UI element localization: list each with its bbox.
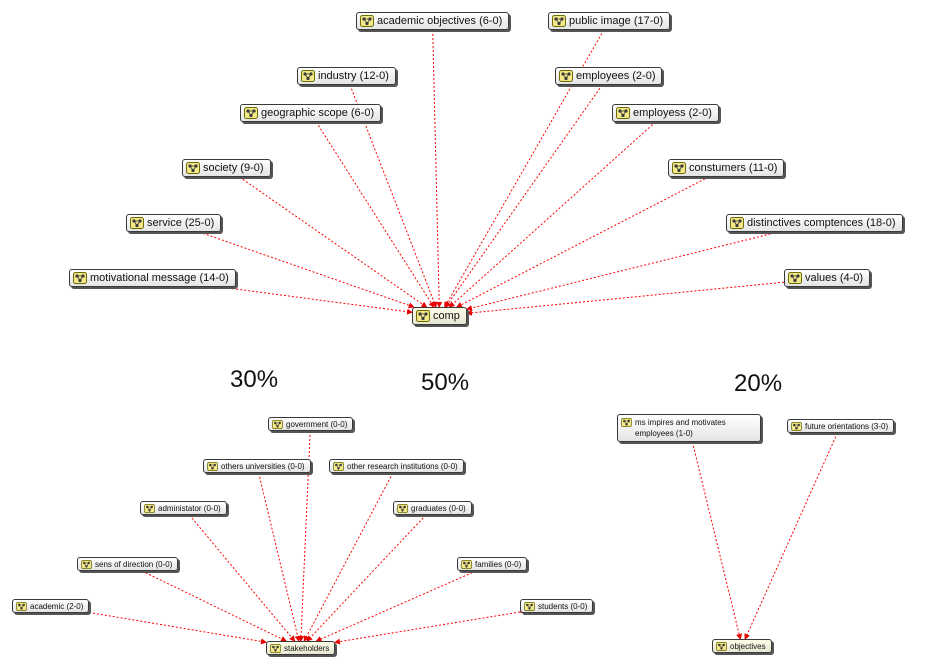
percentage-right: 20% [734,370,783,397]
network-node-icon [730,217,744,229]
edge-stakeholders-3 [183,509,296,642]
node-label: stakeholders [284,643,330,653]
node-label: other research institutions (0-0) [347,461,458,471]
edge-stakeholders-1 [254,467,301,642]
node-others-universities[interactable]: others universities (0-0) [203,459,311,473]
network-node-icon [524,601,535,611]
node-label: industry (12-0) [318,70,389,82]
node-label: constumers (11-0) [689,162,778,174]
node-label: distinctives comptences (18-0) [747,217,896,229]
network-node-icon [207,461,218,471]
edge-comp-3 [445,79,608,308]
edge-objectives-1 [744,427,843,640]
node-constumers[interactable]: constumers (11-0) [668,159,785,177]
edge-stakeholders-4 [306,509,432,642]
node-label: administator (0-0) [158,503,221,513]
network-node-icon [81,559,92,569]
network-node-icon [672,162,686,174]
network-node-icon [397,503,408,513]
network-node-icon [130,217,144,229]
node-label: values (4-0) [805,272,864,284]
node-geographic-scope[interactable]: geographic scope (6-0) [240,104,382,122]
node-stakeholders-hub[interactable]: stakeholders [266,641,336,655]
node-label: society (9-0) [203,162,264,174]
node-distinctives-comptences[interactable]: distinctives comptences (18-0) [726,214,903,232]
network-node-icon [144,503,155,513]
edge-stakeholders-2 [303,467,398,642]
node-sens-of-direction[interactable]: sens of direction (0-0) [77,557,179,571]
edge-comp-6 [233,171,428,308]
edge-objectives-0 [688,436,743,640]
percentage-middle: 50% [421,369,470,396]
node-label: students (0-0) [538,601,588,611]
node-label: ms impires and motivates employees (1-0) [635,418,726,438]
percentage-left: 30% [230,366,279,393]
node-label: employess (2-0) [633,107,712,119]
node-label: service (25-0) [147,217,215,229]
node-ms-impires-and-motivates-employees[interactable]: ms impires and motivates employees (1-0) [617,414,761,442]
network-node-icon [360,15,374,27]
network-node-icon [301,70,315,82]
node-label: objectives [730,641,766,651]
node-employees[interactable]: employees (2-0) [555,67,663,85]
node-administator[interactable]: administator (0-0) [140,501,227,515]
node-students[interactable]: students (0-0) [520,599,594,613]
node-objectives-hub[interactable]: objectives [712,639,772,653]
node-motivational-message[interactable]: motivational message (14-0) [69,269,236,287]
edge-comp-10 [215,283,413,315]
edge-stakeholders-5 [136,566,287,642]
edge-stakeholders-7 [83,608,267,645]
node-public-image[interactable]: public image (17-0) [548,12,671,30]
network-node-icon [788,272,802,284]
node-values[interactable]: values (4-0) [784,269,871,287]
network-node-icon [333,461,344,471]
edge-comp-0 [429,24,443,308]
network-node-icon [621,418,632,427]
node-label: others universities (0-0) [221,461,305,471]
edge-comp-7 [456,172,715,308]
network-node-icon [552,15,566,27]
node-government[interactable]: government (0-0) [268,417,354,431]
network-node-icon [244,107,258,119]
node-label: government (0-0) [286,419,348,429]
network-node-icon [272,419,283,429]
network-node-icon [16,601,27,611]
node-service[interactable]: service (25-0) [126,214,222,232]
node-future-orientations[interactable]: future orientations (3-0) [787,419,895,433]
edge-comp-11 [466,278,790,316]
network-node-icon [791,421,802,431]
node-label: families (0-0) [475,559,522,569]
node-comp-hub[interactable]: comp [412,307,467,325]
network-node-icon [270,643,281,653]
network-node-icon [461,559,472,569]
node-label: public image (17-0) [569,15,664,27]
node-label: sens of direction (0-0) [95,559,173,569]
edge-stakeholders-8 [334,608,526,645]
edge-comp-9 [466,227,784,311]
node-society[interactable]: society (9-0) [182,159,271,177]
node-other-research-institutions[interactable]: other research institutions (0-0) [329,459,464,473]
node-label: motivational message (14-0) [90,272,229,284]
node-label: geographic scope (6-0) [261,107,375,119]
node-graduates[interactable]: graduates (0-0) [393,501,472,515]
node-academic[interactable]: academic (2-0) [12,599,90,613]
node-label: future orientations (3-0) [805,421,889,431]
node-academic-objectives[interactable]: academic objectives (6-0) [356,12,510,30]
node-employess[interactable]: employess (2-0) [612,104,719,122]
network-node-icon [73,272,87,284]
network-node-icon [616,107,630,119]
node-label: employees (2-0) [576,70,656,82]
node-label: academic (2-0) [30,601,84,611]
node-industry[interactable]: industry (12-0) [297,67,396,85]
network-node-icon [186,162,200,174]
network-node-icon [559,70,573,82]
edge-comp-5 [448,116,662,308]
network-node-icon [416,310,430,322]
node-label: comp [433,310,460,322]
node-label: graduates (0-0) [411,503,466,513]
node-families[interactable]: families (0-0) [457,557,528,571]
network-node-icon [716,641,727,651]
node-label: academic objectives (6-0) [377,15,503,27]
